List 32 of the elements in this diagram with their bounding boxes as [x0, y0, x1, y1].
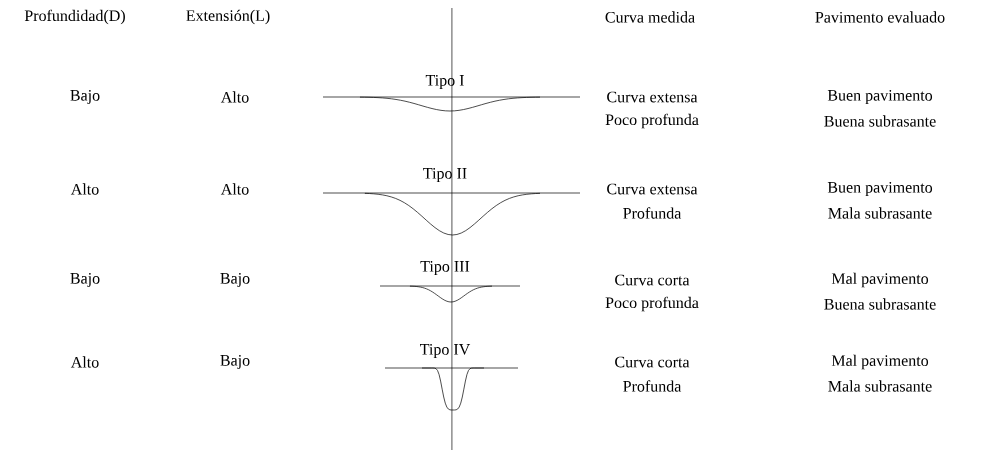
type-label: Tipo IV [420, 344, 471, 358]
description-text: Buena subrasante [824, 298, 936, 310]
type-label: Tipo II [423, 168, 467, 182]
row-value: Bajo [70, 273, 100, 287]
description-text: Curva corta [615, 274, 690, 286]
description-text: Buen pavimento [827, 90, 933, 104]
column-header: Pavimento evaluado [815, 11, 945, 23]
description-text: Profunda [623, 207, 682, 219]
row-value: Alto [220, 91, 249, 103]
description-text: Poco profunda [605, 296, 699, 312]
row-value: Alto [70, 356, 99, 368]
row-value: Alto [220, 183, 249, 195]
description-text: Curva extensa [607, 91, 698, 103]
description-text: Mala subrasante [828, 380, 932, 392]
description-text: Mal pavimento [831, 354, 929, 370]
description-text: Buen pavimento [827, 182, 933, 196]
description-text: Buena subrasante [824, 115, 936, 127]
description-text: Curva corta [615, 356, 690, 368]
row-value: Bajo [70, 90, 100, 104]
row-value: Bajo [220, 273, 250, 287]
description-text: Mal pavimento [831, 272, 929, 288]
description-text: Mala subrasante [828, 207, 932, 219]
type-label: Tipo III [420, 261, 470, 275]
row-value: Bajo [220, 355, 250, 369]
description-text: Profunda [623, 380, 682, 392]
description-text: Curva extensa [607, 183, 698, 195]
description-text: Poco profunda [605, 113, 699, 129]
column-header: Extensión(L) [186, 9, 270, 25]
column-header: Profundidad(D) [24, 9, 125, 25]
column-header: Curva medida [605, 11, 695, 23]
type-label: Tipo I [425, 75, 464, 89]
row-value: Alto [70, 183, 99, 195]
